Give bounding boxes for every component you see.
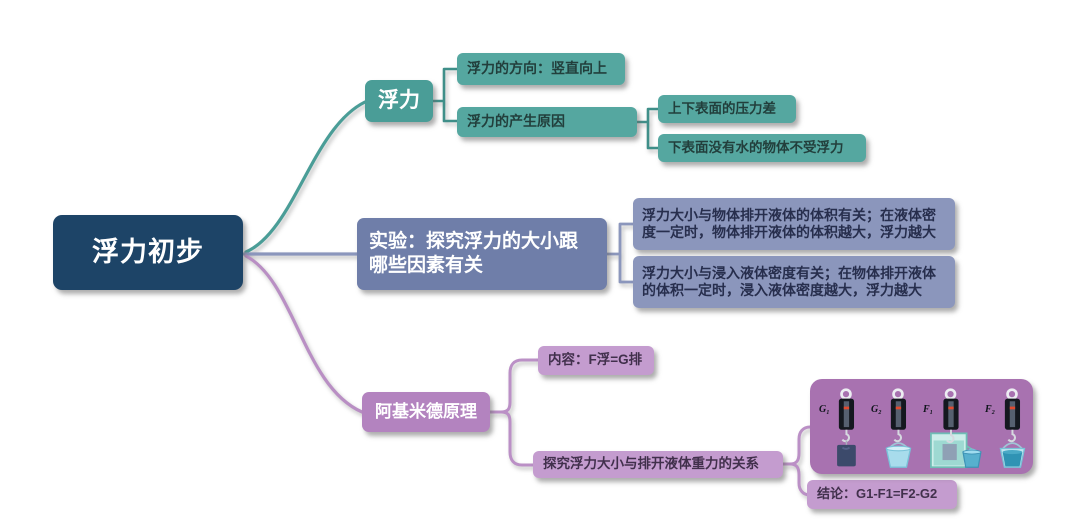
figure-spring-scale-f2: F₂: [985, 387, 1038, 469]
scale-label-f2: F₂: [985, 404, 996, 415]
spring-scale-block-in-water-icon: [930, 388, 982, 469]
node-pressure-difference[interactable]: 上下表面的压力差: [658, 95, 796, 123]
node-factor-volume-label: 浮力大小与物体排开液体的体积有关；在液体密度一定时，物体排开液体的体积越大，浮力…: [642, 206, 936, 241]
node-experiment[interactable]: 实验：探究浮力的大小跟哪些因素有关: [357, 218, 607, 290]
node-conclusion[interactable]: 结论：G1-F1=F2-G2: [807, 480, 957, 509]
scale-label-f1: F₁: [923, 404, 934, 415]
node-buoyancy[interactable]: 浮力: [365, 80, 433, 122]
node-archimedes-principle-label: 阿基米德原理: [375, 402, 477, 422]
edge-experiment-children: [605, 222, 635, 284]
node-no-water-no-buoyancy[interactable]: 下表面没有水的物体不受浮力: [658, 134, 866, 162]
experiment-figure-panel[interactable]: G₁ G₂: [810, 379, 1033, 474]
edge-explore-children: [781, 425, 812, 497]
spring-scale-with-block-icon: [837, 388, 856, 467]
node-factor-density[interactable]: 浮力大小与浸入液体密度有关；在物体排开液体的体积一定时，浸入液体密度越大，浮力越…: [633, 256, 955, 308]
edge-cause-children: [635, 107, 660, 150]
node-archimedes-content[interactable]: 内容：F浮=G排: [538, 346, 654, 375]
node-buoyancy-cause[interactable]: 浮力的产生原因: [457, 107, 637, 137]
figure-spring-scale-f1: F₁: [923, 387, 986, 469]
node-no-water-no-buoyancy-label: 下表面没有水的物体不受浮力: [668, 139, 844, 155]
scale-label-g1: G₁: [819, 404, 830, 415]
node-conclusion-label: 结论：G1-F1=F2-G2: [817, 486, 938, 502]
node-explore-relation-label: 探究浮力大小与排开液体重力的关系: [543, 456, 759, 472]
figure-spring-scale-g1: G₁: [819, 387, 872, 469]
node-archimedes-principle[interactable]: 阿基米德原理: [362, 392, 490, 432]
scale-label-g2: G₂: [871, 404, 882, 415]
edge-archimedes-children: [488, 358, 540, 467]
node-pressure-difference-label: 上下表面的压力差: [668, 100, 776, 116]
root-node-buoyancy-basics[interactable]: 浮力初步: [53, 215, 243, 290]
node-buoyancy-direction[interactable]: 浮力的方向：竖直向上: [457, 53, 625, 85]
edge-buoyancy-children: [431, 67, 459, 123]
edge-root-archimedes: [244, 254, 364, 414]
node-buoyancy-label: 浮力: [378, 88, 420, 112]
node-buoyancy-cause-label: 浮力的产生原因: [467, 113, 565, 130]
node-buoyancy-direction-label: 浮力的方向：竖直向上: [467, 60, 607, 77]
node-archimedes-content-label: 内容：F浮=G排: [548, 352, 643, 368]
node-explore-relation[interactable]: 探究浮力大小与排开液体重力的关系: [533, 451, 783, 478]
node-factor-volume[interactable]: 浮力大小与物体排开液体的体积有关；在液体密度一定时，物体排开液体的体积越大，浮力…: [633, 198, 955, 250]
root-node-label: 浮力初步: [92, 236, 204, 267]
edge-root-buoyancy: [244, 100, 367, 254]
spring-scale-with-water-bucket-icon: [999, 388, 1026, 468]
figure-spring-scale-g2: G₂: [871, 387, 924, 469]
node-factor-density-label: 浮力大小与浸入液体密度有关；在物体排开液体的体积一定时，浸入液体密度越大，浮力越…: [642, 264, 936, 299]
spring-scale-with-empty-bucket-icon: [885, 388, 912, 468]
node-experiment-label: 实验：探究浮力的大小跟哪些因素有关: [369, 231, 579, 276]
